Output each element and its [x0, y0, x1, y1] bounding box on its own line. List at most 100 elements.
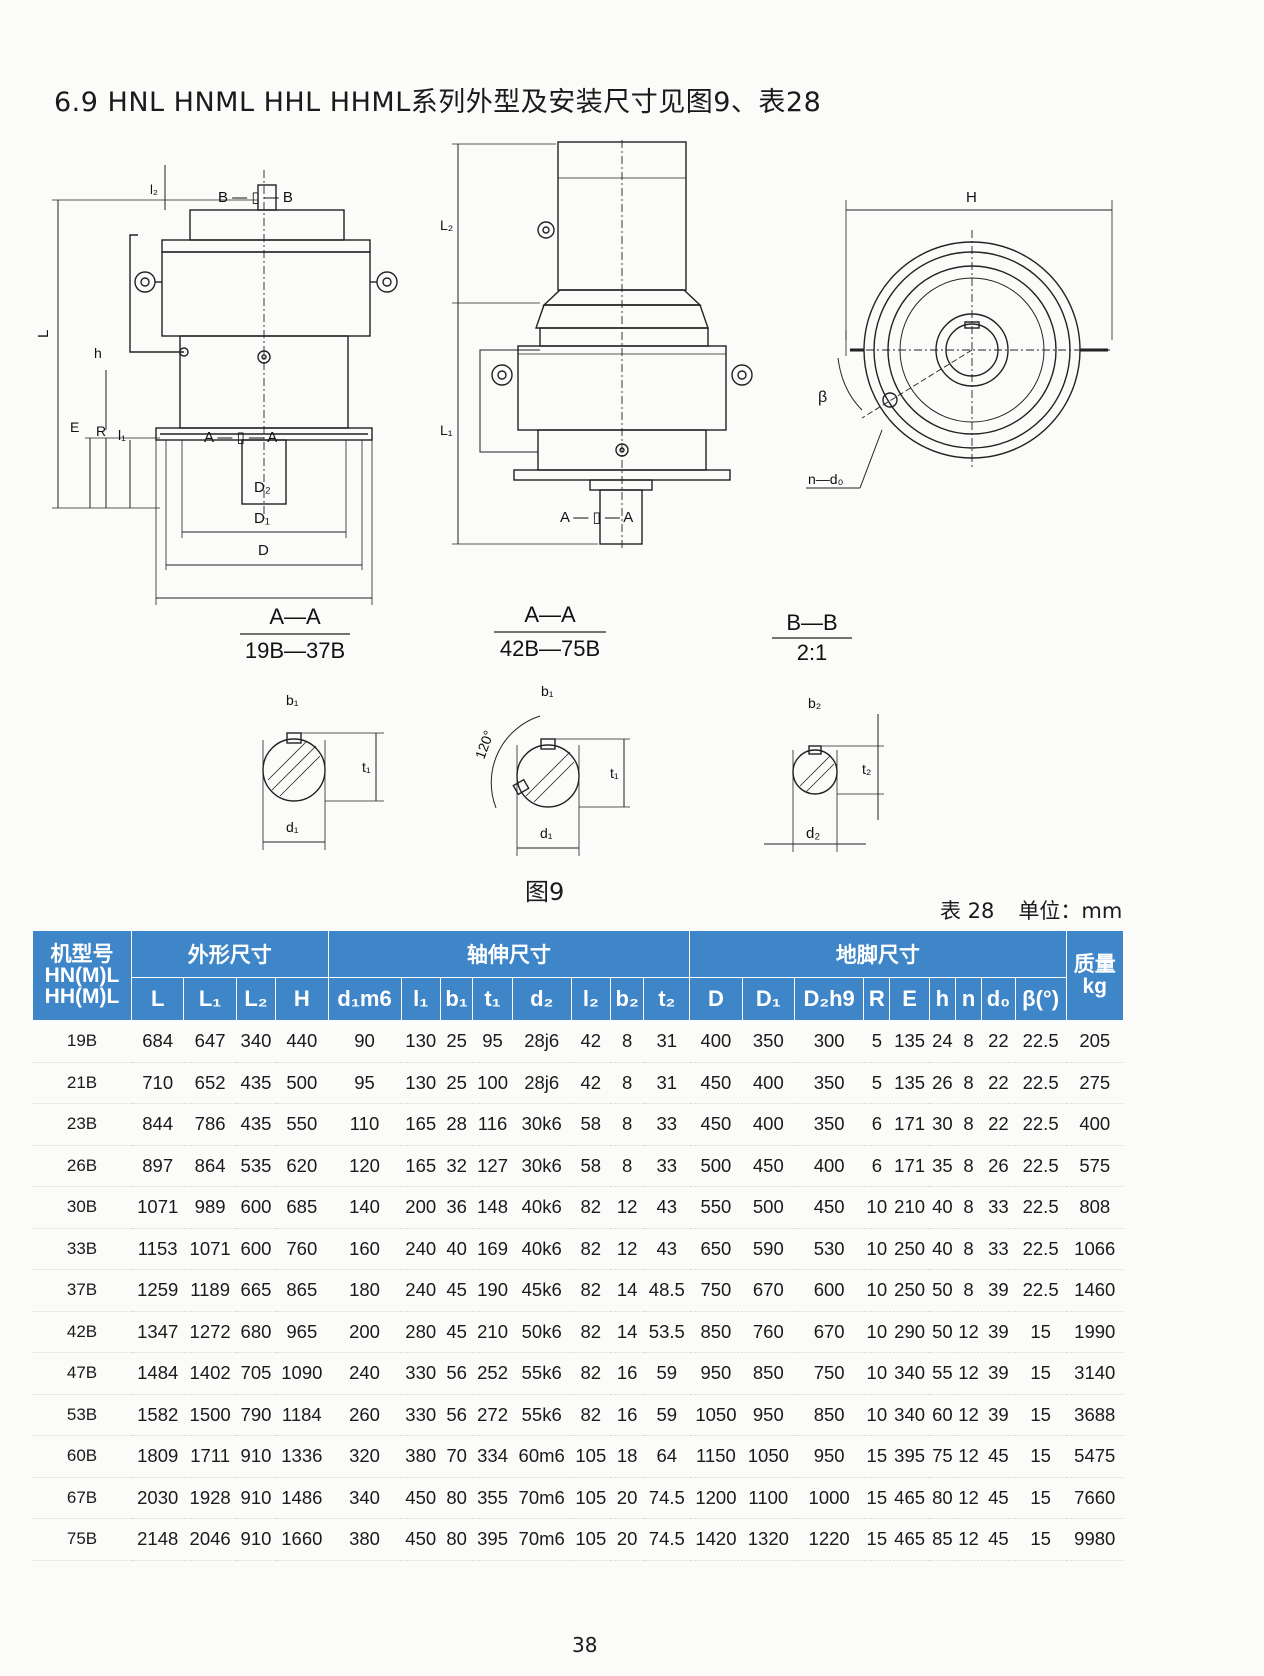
table-cell: 169	[477, 1237, 508, 1259]
table-cell: 8	[963, 1030, 974, 1052]
table-cell: 116	[477, 1113, 508, 1135]
column-header: E	[889, 977, 930, 1021]
table-cell: 950	[752, 1403, 784, 1425]
table-cell: 28j6	[524, 1071, 560, 1093]
elevation-view-1: L E R l₁ h l₂ B — ▯ — B A — ▯ — A D₂ D₁ …	[35, 165, 398, 605]
table-cell: 16	[616, 1362, 638, 1384]
column-header: L	[130, 977, 185, 1021]
section-2-shaft: b₁ 120° t₁ d₁	[472, 683, 630, 856]
table-cell: 64	[656, 1445, 678, 1467]
table-cell: 450	[700, 1071, 732, 1093]
table-cell: 25	[446, 1071, 467, 1093]
table-cell: 355	[477, 1486, 508, 1508]
table-cell: 59	[656, 1362, 678, 1384]
table-cell: 22	[988, 1113, 1009, 1135]
mass-header: 质量 kg	[1065, 930, 1125, 1021]
table-cell: 43	[656, 1237, 678, 1259]
table-cell: 647	[194, 1030, 226, 1052]
page-heading: 6.9 HNL HNML HHL HHML系列外型及安装尺寸见图9、表28	[54, 87, 822, 118]
table-cell: 965	[286, 1320, 318, 1342]
table-cell: 205	[1079, 1030, 1111, 1052]
table-cell: 33	[656, 1154, 678, 1176]
table-cell: 450	[700, 1113, 732, 1135]
table-cell: 350	[752, 1030, 784, 1052]
table-cell: 25	[446, 1030, 467, 1052]
table-cell: 180	[349, 1279, 380, 1301]
table-cell: 1153	[137, 1237, 178, 1259]
section-2-title: A—A	[524, 602, 576, 627]
table-cell: 12	[958, 1528, 979, 1550]
table-cell: 1336	[281, 1445, 323, 1467]
table-cell: 1928	[189, 1486, 231, 1508]
table-cell: 1420	[695, 1528, 737, 1550]
table-cell: 20	[616, 1486, 638, 1508]
dim-D2: D₂	[254, 479, 271, 496]
table-cell: 10	[866, 1320, 888, 1342]
table-cell: 160	[349, 1237, 380, 1259]
table-cell: 500	[752, 1196, 784, 1218]
table-cell: 685	[286, 1196, 318, 1218]
table-cell: 400	[813, 1154, 845, 1176]
table-cell: 15	[1030, 1362, 1051, 1384]
table-cell: 665	[240, 1279, 272, 1301]
dim-L1: L₁	[440, 422, 453, 438]
table-cell: 40k6	[521, 1237, 562, 1259]
section-1-title: A—A	[269, 604, 321, 629]
table-cell: 1184	[281, 1403, 322, 1425]
table-cell: 500	[700, 1154, 732, 1176]
table-cell: 8	[963, 1113, 974, 1135]
group-foot-dims: 地脚尺寸	[689, 930, 1067, 978]
table-cell: 850	[813, 1403, 845, 1425]
table-cell: 760	[752, 1320, 784, 1342]
table-cell: 590	[752, 1237, 784, 1259]
table-cell: 35	[932, 1154, 953, 1176]
table-cell: 670	[813, 1320, 845, 1342]
table-cell: 400	[700, 1030, 732, 1052]
table-cell: 450	[752, 1154, 784, 1176]
table-cell: 290	[894, 1320, 926, 1342]
model-cell: 47B	[66, 1363, 98, 1383]
table-cell: 8	[622, 1154, 633, 1176]
table-cell: 1320	[747, 1528, 789, 1550]
table-cell: 45k6	[521, 1279, 562, 1301]
table-cell: 33	[988, 1237, 1009, 1259]
table-cell: 12	[958, 1445, 979, 1467]
dimension-table-wrapper: 机型号 HN(M)L HH(M)L 外形尺寸 轴伸尺寸 地脚尺寸 质量 kg L…	[32, 930, 1125, 1560]
table-cell: 1189	[190, 1279, 230, 1301]
table-cell: 39	[988, 1403, 1009, 1425]
table-cell: 465	[894, 1528, 926, 1550]
table-cell: 2046	[189, 1528, 231, 1550]
table-cell: 435	[240, 1113, 272, 1135]
table-cell: 58	[580, 1113, 602, 1135]
model-cell: 67B	[66, 1487, 98, 1507]
column-header: h	[928, 977, 956, 1021]
table-cell: 55k6	[521, 1362, 562, 1384]
model-cell: 42B	[66, 1321, 98, 1341]
table-cell: 14	[616, 1320, 638, 1342]
table-cell: 395	[477, 1528, 508, 1550]
dim-E: E	[70, 419, 79, 435]
table-cell: 22.5	[1022, 1279, 1059, 1301]
table-cell: 82	[580, 1362, 602, 1384]
table-cell: 105	[575, 1445, 607, 1467]
table-cell: 350	[813, 1113, 845, 1135]
section-1-range: 19B—37B	[245, 638, 345, 663]
table-cell: 200	[405, 1196, 437, 1218]
table-cell: 1402	[189, 1362, 231, 1384]
table-cell: 171	[894, 1113, 926, 1135]
column-header: b₁	[439, 977, 474, 1021]
table-cell: 43	[656, 1196, 678, 1218]
table-cell: 15	[1030, 1445, 1051, 1467]
table-cell: 680	[240, 1320, 272, 1342]
table-cell: 105	[575, 1486, 607, 1508]
table-cell: 1090	[281, 1362, 323, 1384]
table-cell: 56	[446, 1403, 467, 1425]
table-cell: 12	[616, 1196, 638, 1218]
table-cell: 82	[580, 1403, 602, 1425]
table-cell: 440	[286, 1030, 318, 1052]
column-header: D	[689, 977, 743, 1021]
